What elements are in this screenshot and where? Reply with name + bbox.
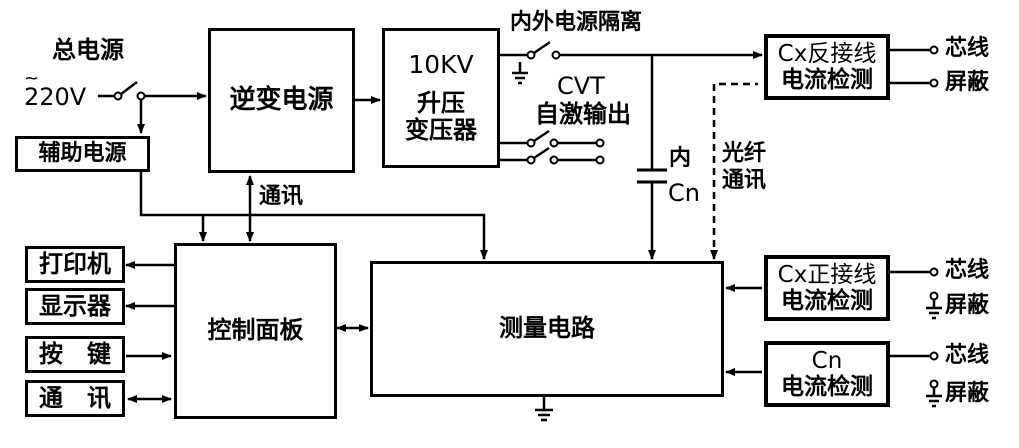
measurement-circuit-label: 测量电路 [499, 314, 595, 343]
optical-comm-label: 通讯 [722, 168, 767, 193]
keys-box: 按 键 [25, 336, 125, 373]
cvt-switch-2 [533, 146, 550, 160]
switch-terminal [526, 138, 536, 148]
cx-forward-detect-box: Cx正接线 电流检测 [764, 255, 890, 321]
cx-reverse-label-1: Cx反接线 [777, 40, 877, 67]
cx-reverse-label-2: 电流检测 [780, 67, 873, 93]
inverter-label: 逆变电源 [229, 84, 334, 115]
comm-label: 通 讯 [39, 383, 111, 412]
printer-box: 打印机 [25, 246, 125, 283]
shield-terminal [929, 291, 939, 301]
cx-reverse-detect-box: Cx反接线 电流检测 [764, 34, 890, 100]
display-label: 显示器 [39, 291, 111, 320]
wire-aux-route [139, 170, 488, 260]
printer-label: 打印机 [39, 249, 111, 278]
comm-box: 通 讯 [25, 380, 125, 417]
cn-capacitor-label: Cn [668, 179, 700, 207]
ac-tilde: ~ [24, 68, 40, 89]
self-excited-output-label: 自激输出 [535, 100, 631, 128]
shield-terminal [929, 379, 939, 389]
switch-terminal [551, 50, 561, 60]
step-up-label-1: 升压 [417, 88, 465, 117]
core-label-2: 芯线 [945, 258, 990, 283]
measurement-circuit-box: 测量电路 [370, 261, 724, 397]
main-power-label: 总电源 [52, 36, 124, 64]
step-up-label-2: 变压器 [405, 116, 477, 145]
switch-terminal [526, 155, 536, 165]
optical-fiber-label: 光纤 [722, 141, 767, 166]
switch-terminal [549, 138, 559, 148]
inner-label: 内 [669, 146, 692, 171]
core-terminal [929, 351, 939, 361]
cn-detect-label-1: Cn [811, 347, 843, 374]
isolation-label: 内外电源隔离 [510, 10, 643, 35]
optical-fiber-link [710, 82, 758, 260]
switch-terminal [113, 91, 123, 101]
control-panel-label: 控制面板 [207, 316, 304, 345]
voltage-label: 220V [24, 83, 87, 111]
isolation-switch [533, 40, 551, 55]
switch-terminal [549, 155, 559, 165]
control-panel-box: 控制面板 [174, 243, 337, 419]
shield-label-2: 屏蔽 [945, 293, 990, 318]
inverter-box: 逆变电源 [208, 28, 355, 173]
switch-terminal [526, 50, 536, 60]
core-label-1: 芯线 [945, 36, 990, 61]
output-terminal [595, 138, 605, 148]
cn-detect-box: Cn 电流检测 [764, 341, 890, 407]
keys-label: 按 键 [39, 339, 111, 368]
shield-label-3: 屏蔽 [945, 381, 990, 406]
output-terminal [595, 155, 605, 165]
step-up-transformer-box: 10KV 升压 变压器 [382, 28, 500, 168]
cn-detect-label-2: 电流检测 [781, 374, 873, 400]
step-up-rating: 10KV [408, 50, 474, 80]
main-power-switch [120, 81, 138, 95]
display-box: 显示器 [25, 288, 125, 325]
aux-power-label: 辅助电源 [38, 141, 127, 167]
aux-power-box: 辅助电源 [15, 136, 150, 172]
shield-terminal [929, 78, 939, 88]
cvt-switch-1 [533, 129, 550, 143]
cx-forward-label-1: Cx正接线 [777, 261, 877, 288]
core-terminal [929, 267, 939, 277]
cx-forward-label-2: 电流检测 [780, 288, 873, 314]
core-label-3: 芯线 [945, 343, 990, 368]
comm-vertical-label: 通讯 [259, 184, 304, 209]
cvt-label: CVT [557, 72, 605, 100]
shield-label-1: 屏蔽 [945, 70, 990, 95]
core-terminal [929, 45, 939, 55]
switch-terminal [136, 91, 146, 101]
